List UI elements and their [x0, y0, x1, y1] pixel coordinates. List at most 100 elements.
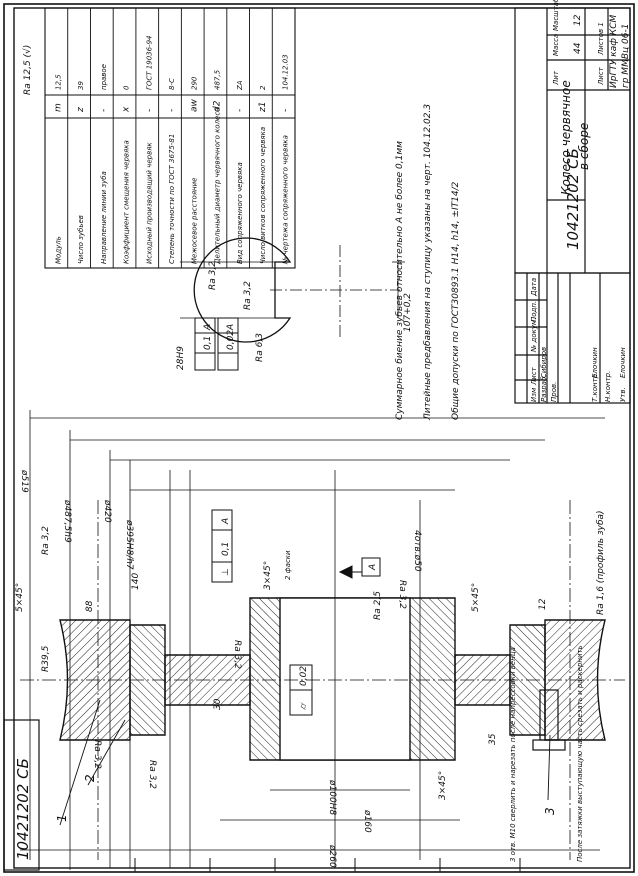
dim-d260: ø260 — [327, 844, 337, 868]
dim-88: 88 — [85, 600, 95, 612]
dim-ra32-left2: Ra 3,2 — [147, 760, 157, 789]
keyway-tol2: 0,02 — [226, 330, 236, 350]
param-symbol: aw — [190, 98, 200, 112]
stamp-col-header: № докум. — [530, 317, 538, 353]
stamp-title-line1: Колесо червячное — [559, 80, 573, 195]
perp-tol-symbol: ⊥ — [221, 568, 231, 576]
param-name: Направление линии зуба — [100, 171, 108, 264]
dim-d519: ø519 — [19, 469, 29, 493]
stamp-col-header: Лист — [530, 366, 538, 386]
dim-35: 35 — [488, 733, 498, 745]
param-symbol: x — [122, 106, 132, 113]
note-runout: Суммарное биение зубьев относительно А н… — [395, 141, 405, 420]
stamp-doc-number: 10421202 СБ — [564, 148, 582, 250]
dim-30: 30 — [213, 698, 223, 710]
dim-d100: ø100H8 — [327, 779, 337, 815]
param-value: 0 — [123, 85, 131, 90]
stamp-name: Елочкин — [591, 347, 599, 378]
param-value: правое — [100, 64, 108, 90]
surface-finish-general: Ra 12,5 (√) — [22, 45, 33, 95]
param-symbol: - — [235, 109, 245, 112]
param-value: 39 — [77, 81, 85, 90]
datum-a: A — [368, 564, 378, 571]
dimension-lines — [20, 410, 605, 870]
position-leaders — [59, 699, 551, 826]
stamp-sheets: Листов 1 — [597, 22, 605, 56]
param-symbol: m — [53, 103, 63, 112]
dim-d450: 4отв.ø50 — [412, 530, 422, 572]
dim-chamfer-top-left: 5×45° — [15, 583, 25, 612]
param-symbol: d2 — [212, 100, 222, 112]
params-table-frame — [44, 7, 296, 269]
dim-ra32-right: Ra 3,2 — [397, 580, 407, 609]
stamp-mass: 44 — [573, 42, 583, 54]
circ-tol-value: 0,02 — [299, 666, 309, 686]
dim-r39: R39,5 — [41, 645, 51, 672]
bolt — [532, 689, 566, 751]
param-value: 104.12.03 — [282, 54, 290, 90]
side-note-drill: 3 отв. М10 сверлить и нарезать после нап… — [509, 647, 517, 862]
dim-chamfer-hub-top: 3×45° — [263, 561, 273, 590]
datum-a-frame — [338, 557, 381, 579]
dim-chamfer-hub-bottom: 3×45° — [438, 771, 448, 800]
circ-tol-symbol: ⌭ — [299, 702, 309, 710]
stamp-head-lit: Лит — [552, 70, 560, 86]
stamp-head-scale: Масштаб — [552, 0, 560, 31]
param-symbol: z1 — [258, 102, 268, 113]
perp-tol-datum: A — [221, 518, 231, 525]
circ-tol-frame — [289, 664, 313, 716]
dim-d487: ø487,5h9 — [62, 499, 72, 543]
keyway-section — [180, 237, 405, 343]
top-left-doc-number: 10421202 СБ — [14, 758, 32, 860]
center-lines — [20, 500, 625, 860]
param-value: 2 — [259, 85, 267, 90]
side-note-cut: После затяжки выступающую часть срезать … — [576, 645, 584, 862]
keyway-depth: 107+0,2 — [403, 293, 413, 332]
dim-140: 140 — [131, 573, 141, 590]
dim-chamfer-top-right: 5×45° — [471, 583, 481, 612]
param-name: Делительный диаметр червячного колеса — [213, 107, 221, 265]
stamp-col-header: Дата — [530, 278, 538, 297]
dim-d160: ø160 — [362, 809, 372, 833]
perp-tol-frame — [211, 509, 233, 583]
stamp-scale: 12 — [573, 14, 583, 26]
param-value: ZA — [236, 80, 244, 91]
keyway-tol-frames — [194, 317, 239, 371]
stamp-sheet: Лист — [597, 66, 605, 86]
wheel-section — [59, 597, 606, 761]
stamp-roles: Разраб. Пров. Т.контр. Н.контр. Утв. Сиб… — [540, 347, 627, 402]
stamp-name: Елочкин — [619, 347, 627, 378]
stamp-role: Пров. — [550, 382, 558, 402]
keyway-ra-side-2: Ra 3,2 — [243, 281, 253, 310]
outer-frame — [3, 3, 635, 873]
dim-d420: ø420 — [102, 499, 112, 523]
keyway-ra-side: Ra 3,2 — [208, 261, 218, 290]
keyway-datum2: A — [226, 324, 236, 331]
stamp-name: Сибиров — [540, 347, 548, 378]
stamp-col-header: Изм — [530, 387, 538, 402]
stamp-role: Утв. — [619, 387, 627, 402]
keyway-ra-bottom: Ra 6,3 — [255, 333, 265, 362]
param-value: 8-С — [168, 78, 176, 90]
dim-ra16: Ra 1,6 (профиль зуба) — [596, 510, 606, 615]
stamp-col-header: Подп. — [530, 301, 538, 322]
param-value: 290 — [191, 76, 199, 90]
param-name: Модуль — [54, 236, 62, 264]
stamp-head-mass: Масса — [552, 34, 560, 56]
position-1: 1 — [55, 814, 69, 822]
param-symbol: - — [167, 109, 177, 112]
perp-tol-value: 0,1 — [221, 542, 231, 556]
param-name: Степень точности по ГОСТ 3675-81 — [168, 134, 176, 264]
top-left-doc-box: 10421202 СБ — [3, 719, 40, 871]
stamp-role: Н.контр. — [604, 371, 612, 402]
param-name: Коэффициент смещения червяка — [123, 140, 131, 264]
param-symbol: - — [281, 109, 291, 112]
title-block — [514, 7, 631, 404]
param-name: Вид сопряженного червяка — [236, 162, 244, 264]
stamp-title-line2: в сборе — [577, 123, 591, 170]
param-name: № чертежа сопряженного червяка — [282, 135, 290, 265]
note-casting: Литейные предбавления на ступицу указаны… — [423, 104, 433, 421]
stamp-role: Разраб. — [540, 374, 548, 402]
